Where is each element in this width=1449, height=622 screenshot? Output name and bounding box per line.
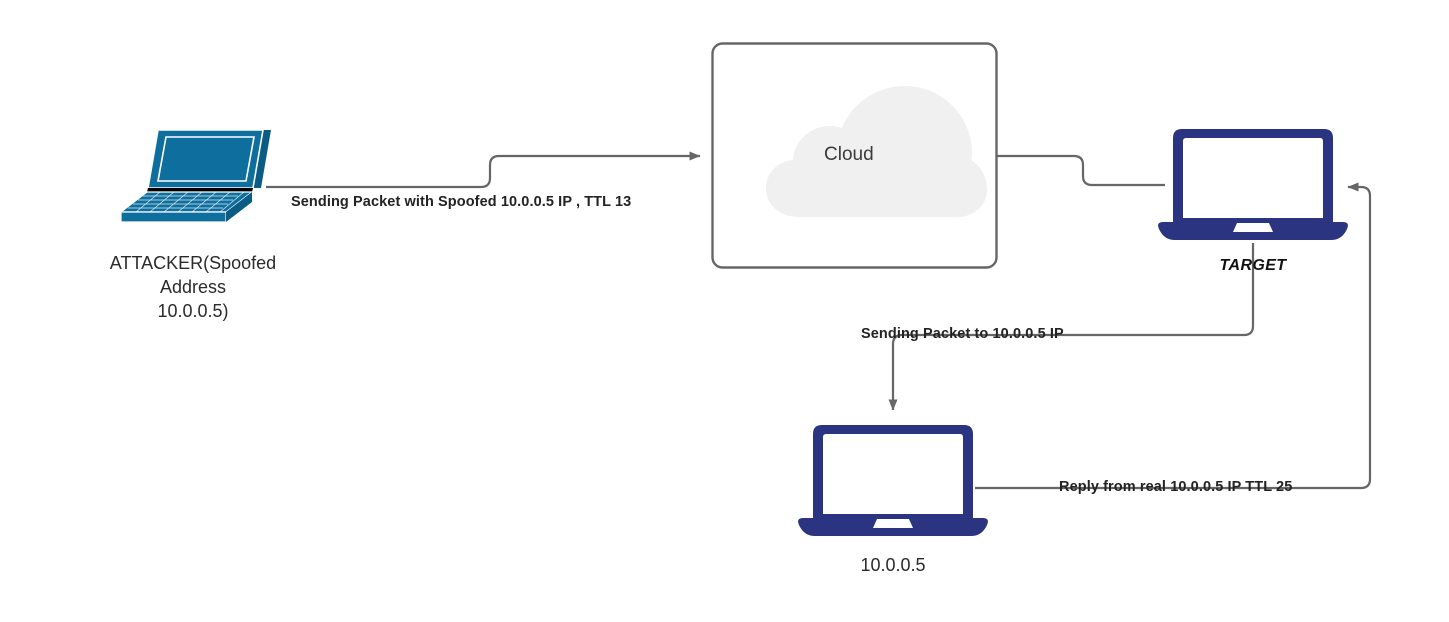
- real-host-label: 10.0.0.5: [860, 555, 926, 575]
- real-host-node[interactable]: [795, 422, 991, 542]
- attacker-node[interactable]: [108, 126, 278, 226]
- cloud-node[interactable]: [711, 42, 998, 269]
- laptop-icon: [1158, 129, 1348, 240]
- laptop-icon: [798, 425, 988, 536]
- edge-label-attacker-to-cloud: Sending Packet with Spoofed 10.0.0.5 IP …: [291, 194, 632, 210]
- target-node[interactable]: [1155, 126, 1351, 246]
- target-label: TARGET: [1219, 257, 1287, 274]
- laptop-isometric-icon: [119, 129, 271, 223]
- cloud-icon: [711, 42, 998, 269]
- edge-label-real-host-to-target: Reply from real 10.0.0.5 IP TTL 25: [1059, 479, 1293, 495]
- edge-label-target-to-real-host: Sending Packet to 10.0.0.5 IP: [861, 326, 1064, 342]
- edge-real-host-to-target: [975, 182, 1372, 490]
- edge-target-to-real-host: [888, 243, 1255, 411]
- edge-attacker-to-cloud: [266, 151, 701, 189]
- attacker-label: ATTACKER(Spoofed Address 10.0.0.5): [109, 253, 277, 321]
- cloud-label: Cloud: [824, 144, 874, 165]
- edge-cloud-to-target: [997, 154, 1165, 187]
